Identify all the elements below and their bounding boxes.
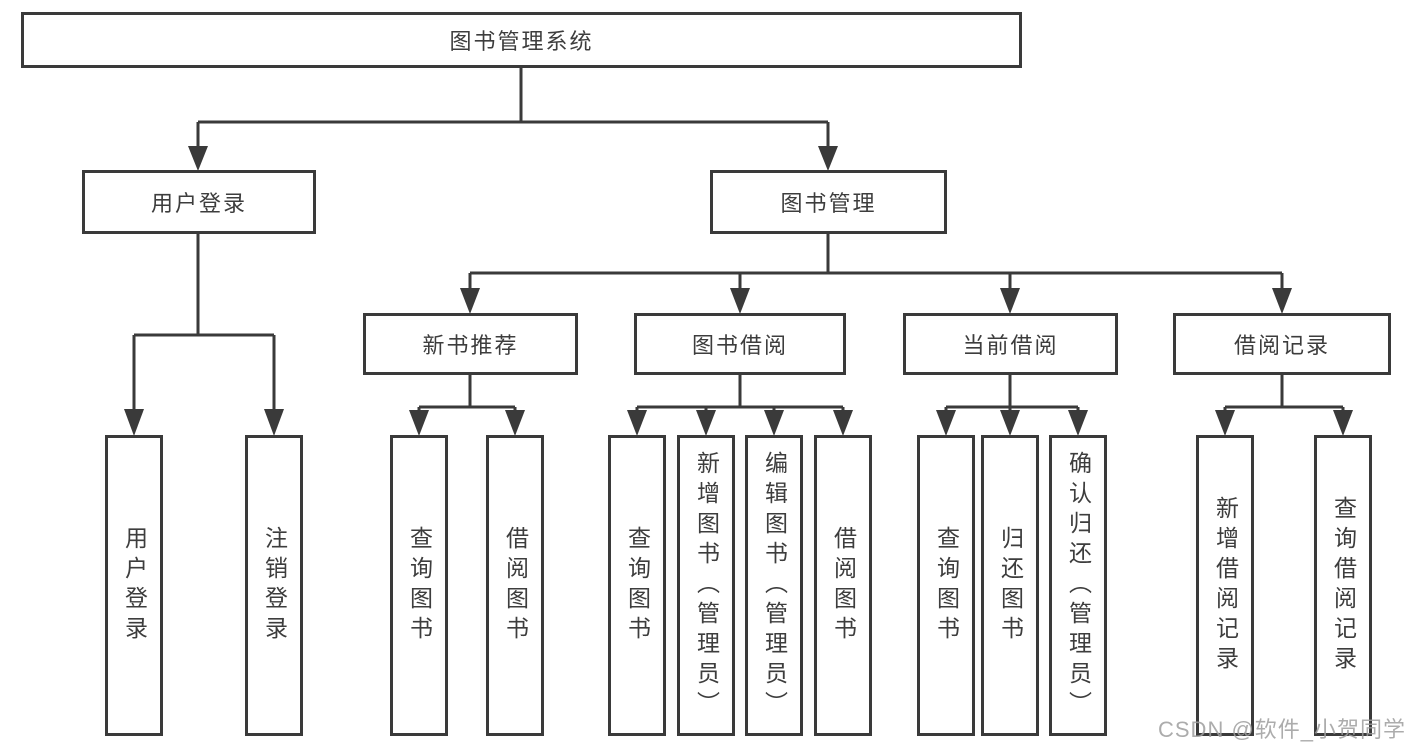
connector-user-login-children: [124, 233, 284, 436]
arrowhead-icon: [264, 409, 284, 436]
node-label: 确认归还（管理员）: [1065, 450, 1092, 721]
leaf-borrow-query-books: 查询图书: [608, 435, 666, 736]
arrowhead-icon: [188, 146, 208, 171]
node-label: 编辑图书（管理员）: [761, 450, 788, 721]
connector-book-management-children: [460, 233, 1292, 314]
node-label: 借阅图书: [830, 525, 857, 646]
connector-current-borrow-children: [936, 374, 1088, 436]
node-label: 新书推荐: [422, 333, 519, 358]
arrowhead-icon: [936, 410, 956, 436]
arrowhead-icon: [833, 410, 853, 436]
arrowhead-icon: [1272, 288, 1292, 314]
node-label: 图书管理: [780, 191, 877, 216]
leaf-current-confirm-return-admin: 确认归还（管理员）: [1049, 435, 1107, 736]
node-label: 图书管理系统: [449, 29, 594, 54]
node-book-management: 图书管理: [710, 170, 947, 234]
node-current-borrow: 当前借阅: [903, 313, 1118, 375]
node-label: 当前借阅: [962, 333, 1059, 358]
node-label: 新增图书（管理员）: [693, 450, 720, 721]
leaf-logout: 注销登录: [245, 435, 303, 736]
node-borrow-records: 借阅记录: [1173, 313, 1391, 375]
node-label: 归还图书: [997, 525, 1024, 646]
node-label: 查询图书: [933, 525, 960, 646]
leaf-records-query-borrow-record: 查询借阅记录: [1314, 435, 1372, 736]
node-new-book-recommend: 新书推荐: [363, 313, 578, 375]
arrowhead-icon: [1068, 410, 1088, 436]
node-label: 查询图书: [406, 525, 433, 646]
arrowhead-icon: [505, 410, 525, 436]
leaf-borrow-add-books-admin: 新增图书（管理员）: [677, 435, 735, 736]
node-label: 借阅图书: [502, 525, 529, 646]
node-book-borrow: 图书借阅: [634, 313, 846, 375]
leaf-recommend-borrow-books: 借阅图书: [486, 435, 544, 736]
arrowhead-icon: [818, 146, 838, 171]
arrowhead-icon: [124, 409, 144, 436]
leaf-recommend-query-books: 查询图书: [390, 435, 448, 736]
connector-book-borrow-children: [627, 374, 853, 436]
leaf-borrow-borrow-books: 借阅图书: [814, 435, 872, 736]
leaf-user-login: 用户登录: [105, 435, 163, 736]
node-label: 注销登录: [261, 525, 288, 646]
arrowhead-icon: [409, 410, 429, 436]
arrowhead-icon: [627, 410, 647, 436]
leaf-current-query-books: 查询图书: [917, 435, 975, 736]
leaf-records-add-borrow-record: 新增借阅记录: [1196, 435, 1254, 736]
node-label: 用户登录: [121, 525, 148, 646]
leaf-current-return-books: 归还图书: [981, 435, 1039, 736]
node-label: 查询图书: [624, 525, 651, 646]
arrowhead-icon: [696, 410, 716, 436]
node-label: 图书借阅: [691, 333, 788, 358]
arrowhead-icon: [1000, 410, 1020, 436]
arrowhead-icon: [764, 410, 784, 436]
connector-root-to-level2: [188, 67, 838, 171]
node-root-book-management-system: 图书管理系统: [21, 12, 1022, 68]
arrowhead-icon: [730, 288, 750, 314]
node-label: 借阅记录: [1233, 333, 1330, 358]
node-label: 查询借阅记录: [1330, 495, 1357, 676]
connector-borrow-records-children: [1215, 374, 1353, 436]
csdn-watermark: CSDN @软件_小贺同学: [1158, 717, 1405, 742]
arrowhead-icon: [1000, 288, 1020, 314]
node-user-login: 用户登录: [82, 170, 316, 234]
node-label: 新增借阅记录: [1212, 495, 1239, 676]
arrowhead-icon: [1333, 410, 1353, 436]
connector-new-book-recommend-children: [409, 374, 525, 436]
node-label: 用户登录: [150, 191, 247, 216]
arrowhead-icon: [460, 288, 480, 314]
leaf-borrow-edit-books-admin: 编辑图书（管理员）: [745, 435, 803, 736]
arrowhead-icon: [1215, 410, 1235, 436]
